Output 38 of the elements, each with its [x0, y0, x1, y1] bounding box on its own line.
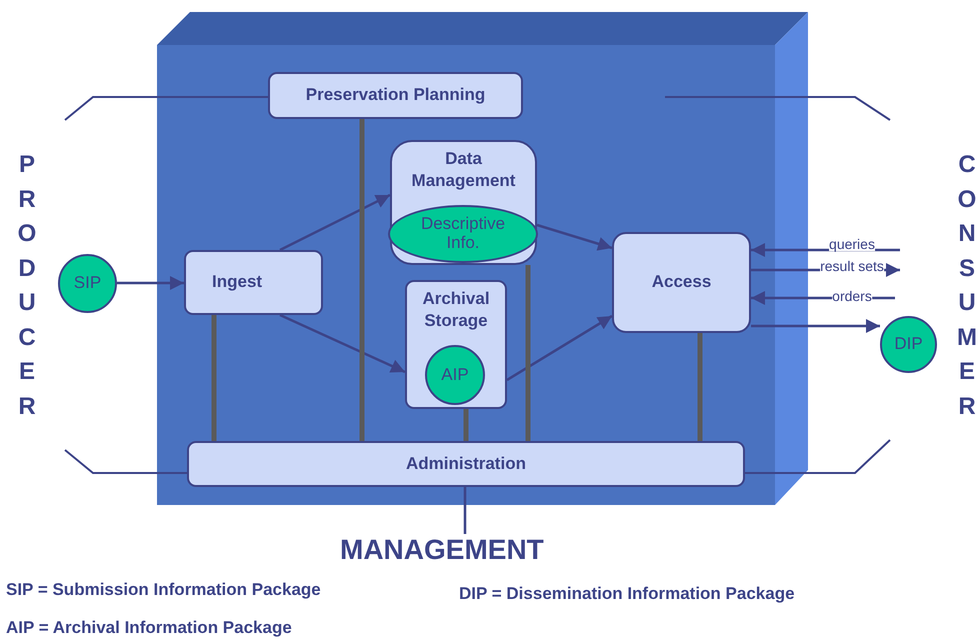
box-label: Ingest — [212, 271, 262, 294]
process-box — [184, 250, 323, 315]
arrow — [751, 319, 880, 333]
process-box — [187, 441, 745, 487]
arrow — [117, 276, 184, 290]
data-ellipse: Descriptive Info. — [388, 205, 538, 263]
package-circle: AIP — [425, 345, 485, 405]
package-circle: DIP — [880, 316, 937, 373]
connector-line — [360, 119, 364, 441]
legend-definition: SIP = Submission Information Package — [6, 580, 321, 600]
arrow — [536, 224, 612, 251]
edge-label: queries — [829, 237, 875, 251]
process-box — [405, 280, 507, 409]
legend-definition: DIP = Dissemination Information Package — [459, 584, 795, 604]
box-label: Preservation Planning — [306, 84, 486, 106]
connector-line — [698, 333, 702, 441]
process-box — [268, 72, 523, 119]
edge-label: result sets — [820, 259, 884, 273]
process-box — [612, 232, 751, 333]
arrow — [279, 194, 391, 252]
package-circle: SIP — [58, 254, 117, 313]
entity-label: PRODUCER — [12, 148, 42, 428]
box-label: Archival Storage — [421, 288, 491, 332]
box-label: Data Management — [410, 148, 516, 192]
connector-line — [464, 409, 468, 441]
process-box — [390, 140, 537, 265]
connector-line — [526, 265, 530, 441]
arrow — [751, 243, 900, 257]
box-label: Administration — [406, 452, 526, 475]
edge-label: orders — [832, 289, 872, 303]
connector-line — [464, 487, 466, 534]
arrow — [279, 314, 406, 374]
arrow — [506, 314, 613, 382]
legend-definition: AIP = Archival Information Package — [6, 618, 292, 638]
entity-label: CONSUMER — [955, 148, 979, 428]
connector-line — [212, 315, 216, 441]
entity-label: MANAGEMENT — [340, 534, 590, 570]
box-label: Access — [652, 271, 712, 294]
